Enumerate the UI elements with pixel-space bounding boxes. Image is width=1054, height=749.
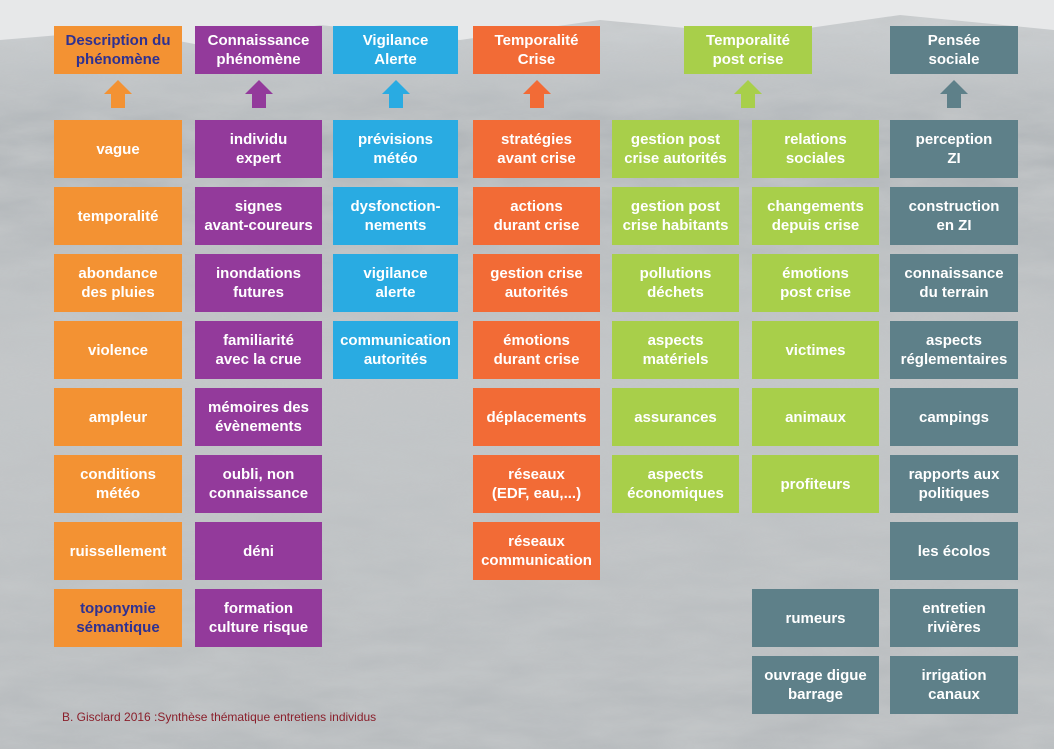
- theme-box-temporalite-crise: actions durant crise: [473, 187, 600, 245]
- theme-box-post-crise-a: aspects matériels: [612, 321, 739, 379]
- theme-box-description: conditions météo: [54, 455, 182, 513]
- theme-box-connaissance: signes avant-coureurs: [195, 187, 322, 245]
- theme-box-vigilance: prévisions météo: [333, 120, 458, 178]
- theme-box-post-crise-a: assurances: [612, 388, 739, 446]
- theme-box-post-crise-b: animaux: [752, 388, 879, 446]
- column-header-post-crise-a: Temporalité post crise: [684, 26, 812, 74]
- theme-box-description: toponymie sémantique: [54, 589, 182, 647]
- column-header-description: Description du phénomène: [54, 26, 182, 74]
- theme-box-pensee-sociale: perception ZI: [890, 120, 1018, 178]
- column-header-pensee-sociale: Pensée sociale: [890, 26, 1018, 74]
- theme-box-post-crise-b: changements depuis crise: [752, 187, 879, 245]
- theme-box-pensee-sociale: aspects réglementaires: [890, 321, 1018, 379]
- arrow-shaft: [741, 94, 755, 108]
- arrow-head: [244, 80, 273, 94]
- theme-box-pensee-sociale: entretien rivières: [890, 589, 1018, 647]
- theme-box-pensee-sociale: irrigation canaux: [890, 656, 1018, 714]
- theme-box-post-crise-a: gestion post crise autorités: [612, 120, 739, 178]
- theme-box-extra: ouvrage digue barrage: [752, 656, 879, 714]
- theme-box-description: vague: [54, 120, 182, 178]
- source-caption: B. Gisclard 2016 :Synthèse thématique en…: [62, 710, 377, 724]
- arrow-head: [734, 80, 762, 94]
- theme-box-post-crise-b: profiteurs: [752, 455, 879, 513]
- theme-box-vigilance: communication autorités: [333, 321, 458, 379]
- arrow-head: [104, 80, 132, 94]
- theme-box-temporalite-crise: stratégies avant crise: [473, 120, 600, 178]
- arrow-shaft: [388, 94, 403, 108]
- theme-box-post-crise-b: victimes: [752, 321, 879, 379]
- column-header-connaissance: Connaissance phénomène: [195, 26, 322, 74]
- arrow-shaft: [947, 94, 961, 108]
- arrow-head: [940, 80, 968, 94]
- theme-box-connaissance: oubli, non connaissance: [195, 455, 322, 513]
- theme-box-description: abondance des pluies: [54, 254, 182, 312]
- theme-box-post-crise-b: relations sociales: [752, 120, 879, 178]
- theme-box-extra: rumeurs: [752, 589, 879, 647]
- theme-box-connaissance: individu expert: [195, 120, 322, 178]
- theme-box-temporalite-crise: déplacements: [473, 388, 600, 446]
- arrow-shaft: [111, 94, 125, 108]
- theme-box-post-crise-a: gestion post crise habitants: [612, 187, 739, 245]
- theme-box-pensee-sociale: rapports aux politiques: [890, 455, 1018, 513]
- arrow-head: [522, 80, 551, 94]
- theme-box-description: ruissellement: [54, 522, 182, 580]
- theme-box-connaissance: inondations futures: [195, 254, 322, 312]
- arrow-head: [381, 80, 410, 94]
- theme-box-temporalite-crise: réseaux communication: [473, 522, 600, 580]
- column-header-temporalite-crise: Temporalité Crise: [473, 26, 600, 74]
- theme-box-temporalite-crise: réseaux (EDF, eau,...): [473, 455, 600, 513]
- theme-box-connaissance: mémoires des évènements: [195, 388, 322, 446]
- theme-box-connaissance: formation culture risque: [195, 589, 322, 647]
- theme-box-vigilance: dysfonction- nements: [333, 187, 458, 245]
- theme-box-post-crise-a: aspects économiques: [612, 455, 739, 513]
- theme-box-vigilance: vigilance alerte: [333, 254, 458, 312]
- theme-box-description: temporalité: [54, 187, 182, 245]
- theme-box-description: violence: [54, 321, 182, 379]
- theme-box-post-crise-a: pollutions déchets: [612, 254, 739, 312]
- theme-box-connaissance: familiarité avec la crue: [195, 321, 322, 379]
- theme-box-pensee-sociale: connaissance du terrain: [890, 254, 1018, 312]
- theme-box-temporalite-crise: gestion crise autorités: [473, 254, 600, 312]
- theme-box-post-crise-b: émotions post crise: [752, 254, 879, 312]
- theme-box-temporalite-crise: émotions durant crise: [473, 321, 600, 379]
- arrow-shaft: [251, 94, 266, 108]
- theme-box-pensee-sociale: construction en ZI: [890, 187, 1018, 245]
- arrow-shaft: [529, 94, 544, 108]
- theme-box-connaissance: déni: [195, 522, 322, 580]
- column-header-vigilance: Vigilance Alerte: [333, 26, 458, 74]
- theme-box-description: ampleur: [54, 388, 182, 446]
- theme-box-pensee-sociale: les écolos: [890, 522, 1018, 580]
- theme-box-pensee-sociale: campings: [890, 388, 1018, 446]
